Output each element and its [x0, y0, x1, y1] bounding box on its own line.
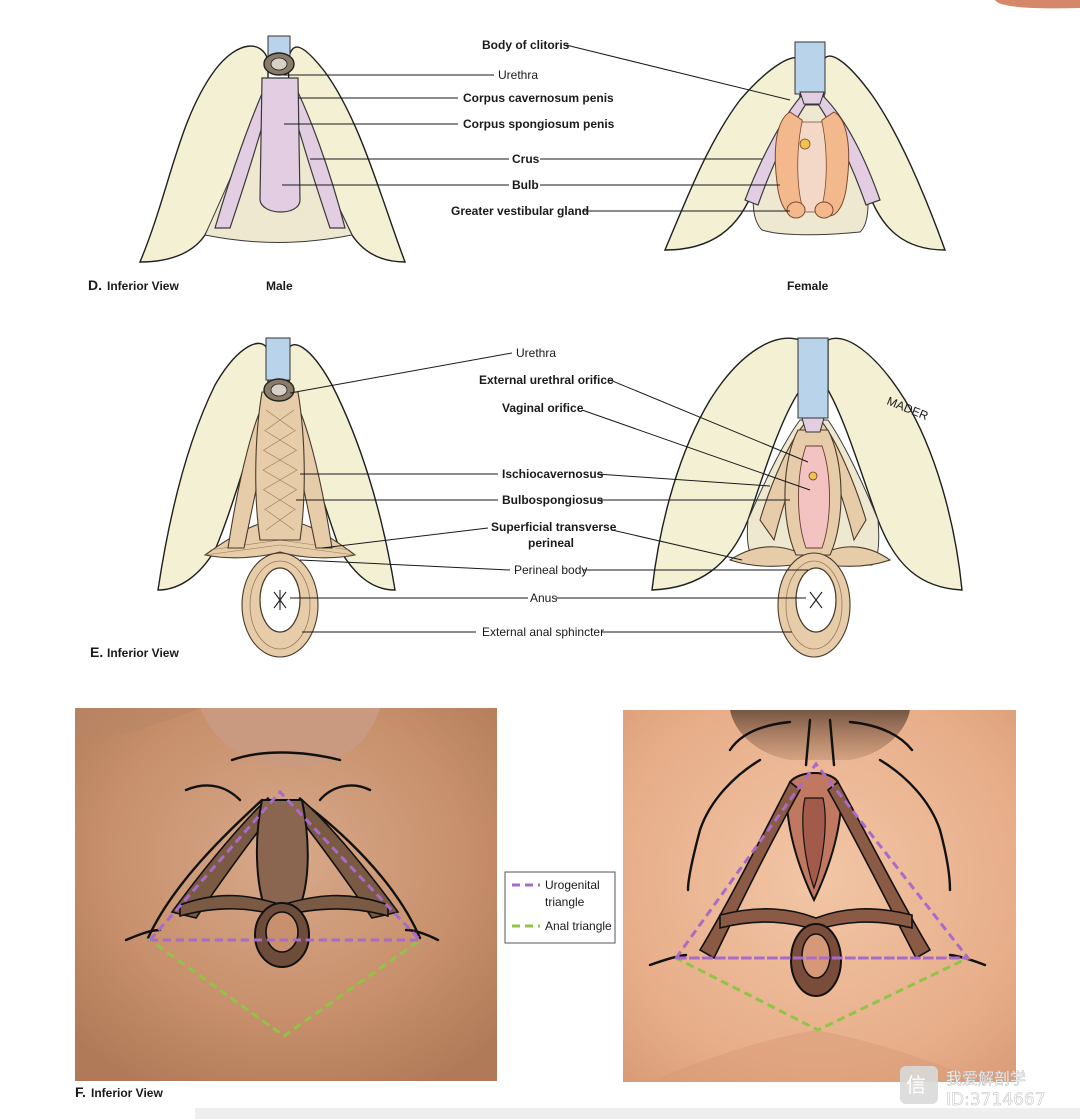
label-corpus-cavernosum: Corpus cavernosum penis	[463, 91, 614, 105]
panel-d-female-illustration	[663, 41, 946, 251]
label-external-anal-sphincter: External anal sphincter	[482, 625, 604, 639]
label-superficial-transverse-2: perineal	[528, 536, 574, 550]
label-body-of-clitoris: Body of clitoris	[482, 38, 570, 52]
label-corpus-spongiosum: Corpus spongiosum penis	[463, 117, 615, 131]
bottom-bar	[195, 1108, 1080, 1119]
panel-d-male: Male	[266, 279, 293, 293]
legend-urogenital-line2: triangle	[545, 895, 585, 909]
panel-e-letter: E.	[90, 644, 103, 660]
label-superficial-transverse-1: Superficial transverse	[491, 520, 617, 534]
watermark: 信 我爱解剖学 ID:3714667	[900, 1066, 1046, 1110]
panel-e-male-illustration	[157, 337, 396, 658]
label-bulb: Bulb	[512, 178, 539, 192]
watermark-line1: 我爱解剖学	[946, 1069, 1026, 1088]
panel-d-male-illustration	[138, 35, 407, 263]
legend-anal: Anal triangle	[545, 919, 612, 933]
panel-f-letter: F.	[75, 1084, 86, 1100]
label-bulbospongiosus: Bulbospongiosus	[502, 493, 604, 507]
panel-d-view: Inferior View	[107, 279, 179, 293]
label-vaginal-orifice: Vaginal orifice	[502, 401, 584, 415]
label-urethra-e: Urethra	[516, 346, 556, 360]
label-greater-vestibular-gland: Greater vestibular gland	[451, 204, 589, 218]
panel-d-female: Female	[787, 279, 829, 293]
panel-e-view: Inferior View	[107, 646, 179, 660]
watermark-line2: ID:3714667	[946, 1090, 1046, 1110]
label-anus: Anus	[530, 591, 557, 605]
panel-f-view: Inferior View	[91, 1086, 163, 1100]
panel-d-letter: D.	[88, 277, 102, 293]
triangle-legend: Urogenital triangle Anal triangle	[504, 871, 616, 944]
panel-e-female-illustration: MADER	[651, 337, 963, 658]
label-crus: Crus	[512, 152, 540, 166]
watermark-logo-icon: 信	[906, 1073, 926, 1097]
panel-f-male-photo	[75, 708, 497, 1081]
label-ischiocavernosus: Ischiocavernosus	[502, 467, 604, 481]
corner-tab	[995, 0, 1080, 9]
label-external-urethral-orifice: External urethral orifice	[479, 373, 614, 387]
label-urethra-d: Urethra	[498, 68, 538, 82]
label-perineal-body: Perineal body	[514, 563, 587, 577]
panel-f-female-photo	[623, 710, 1016, 1082]
legend-urogenital-line1: Urogenital	[545, 878, 600, 892]
